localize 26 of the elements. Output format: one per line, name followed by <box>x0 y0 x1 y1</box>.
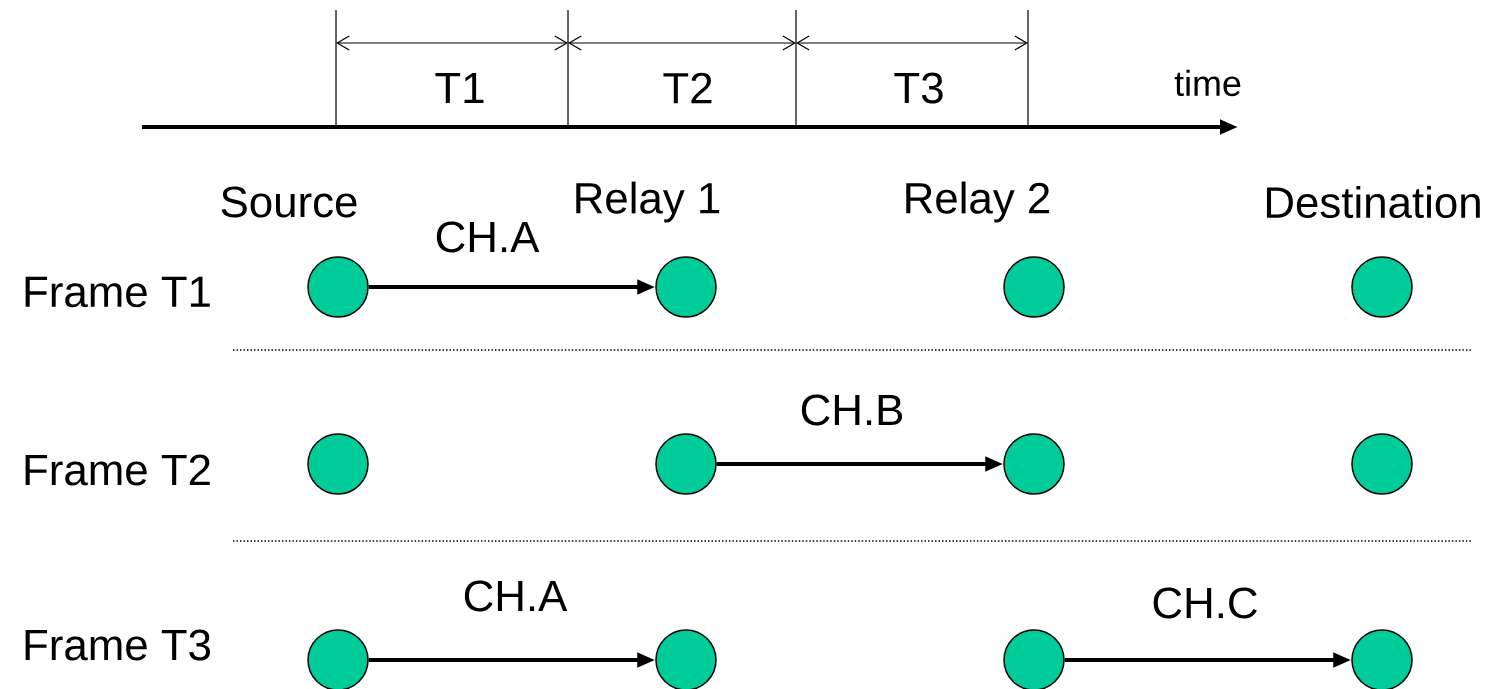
node-circle <box>655 433 717 495</box>
node-circle <box>307 433 369 495</box>
node-circle <box>1003 256 1065 318</box>
edge-label: CH.A <box>436 221 540 253</box>
node-circle <box>307 629 369 689</box>
axis-label: time <box>1174 69 1241 97</box>
column-label: Relay 1 <box>576 181 720 223</box>
edge-label: CH.A <box>464 580 568 612</box>
node-circle <box>655 256 717 318</box>
interval-label: T1 <box>435 72 484 104</box>
row-label: Frame T3 <box>25 629 211 661</box>
node-circle <box>1351 433 1413 495</box>
node-circle <box>1003 629 1065 689</box>
interval-label: T3 <box>894 72 943 104</box>
edge-label: CH.C <box>1153 587 1257 619</box>
edge-label: CH.B <box>801 394 903 426</box>
column-label: Relay 2 <box>906 181 1050 223</box>
node-circle <box>655 629 717 689</box>
interval-label: T2 <box>663 72 712 104</box>
node-circle <box>307 256 369 318</box>
node-circle <box>1003 433 1065 495</box>
node-circle <box>1351 256 1413 318</box>
row-label: Frame T1 <box>25 276 210 308</box>
row-label: Frame T2 <box>25 454 210 486</box>
column-label: Destination <box>1266 185 1480 219</box>
node-circle <box>1351 629 1413 689</box>
